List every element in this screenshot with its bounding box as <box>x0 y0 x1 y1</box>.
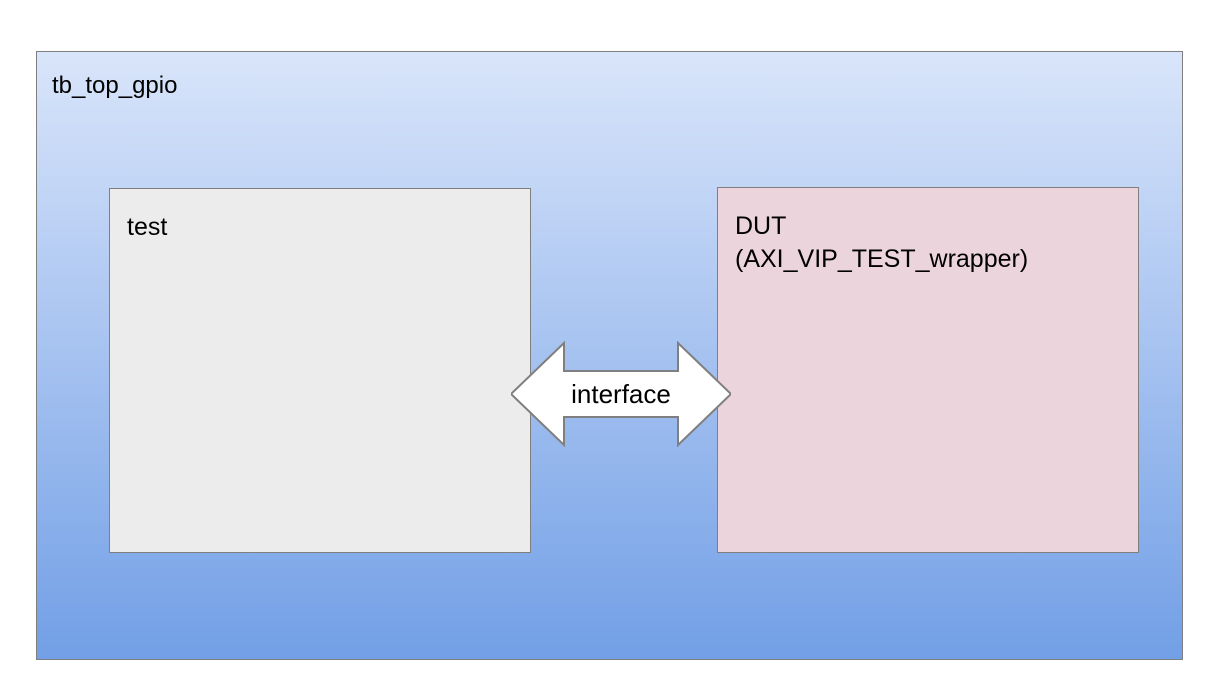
tb-top-gpio-title: tb_top_gpio <box>52 72 178 99</box>
block-dut-label: DUT (AXI_VIP_TEST_wrapper) <box>735 212 1029 273</box>
block-test[interactable]: test <box>109 188 531 553</box>
block-test-label: test <box>127 213 168 241</box>
interface-connector[interactable]: interface <box>511 341 731 447</box>
block-dut[interactable]: DUT (AXI_VIP_TEST_wrapper) <box>717 187 1139 553</box>
tb-top-gpio-container: tb_top_gpio test DUT (AXI_VIP_TEST_wrapp… <box>36 51 1183 660</box>
double-headed-arrow-icon <box>511 341 731 447</box>
